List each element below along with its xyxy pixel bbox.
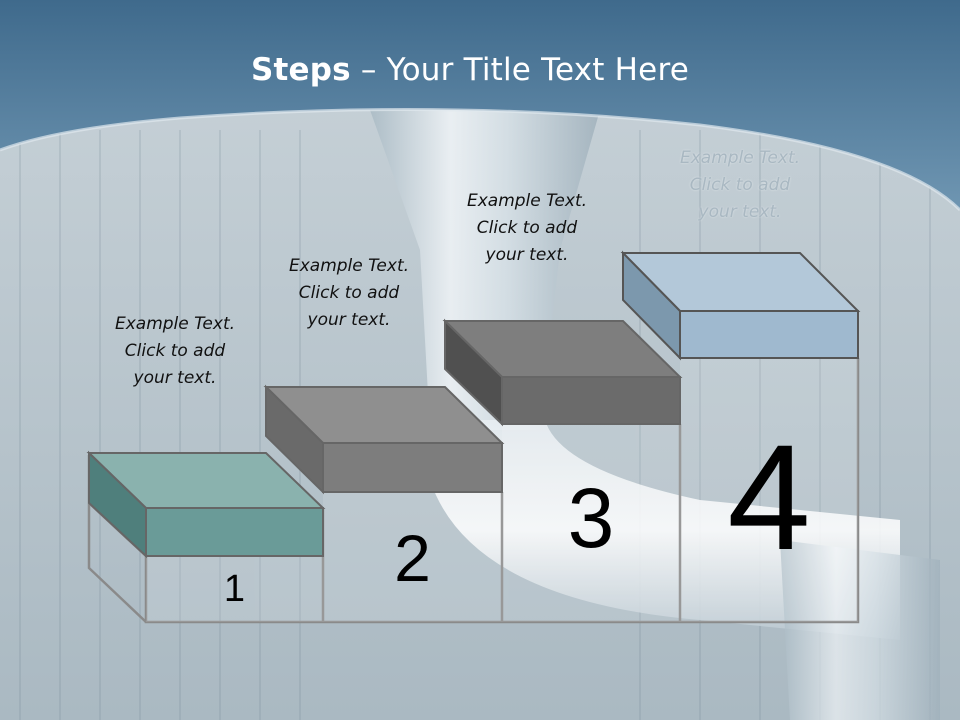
- caption-line: your text.: [307, 310, 391, 330]
- caption-line: Click to add: [689, 175, 791, 195]
- title-rest: – Your Title Text Here: [350, 52, 689, 88]
- caption-line: Example Text.: [679, 148, 801, 168]
- step-caption-1[interactable]: Example Text. Click to add your text.: [80, 311, 270, 392]
- caption-line: your text.: [698, 202, 782, 222]
- caption-line: your text.: [485, 245, 569, 265]
- step-number-1: 1: [223, 568, 246, 610]
- step-caption-2[interactable]: Example Text. Click to add your text.: [254, 253, 444, 334]
- caption-line: Click to add: [124, 341, 226, 361]
- caption-line: Click to add: [476, 218, 578, 238]
- caption-line: Click to add: [298, 283, 400, 303]
- title-bold: Steps: [250, 52, 351, 88]
- caption-line: your text.: [133, 368, 217, 388]
- step-caption-3[interactable]: Example Text. Click to add your text.: [432, 188, 622, 269]
- step-block-3[interactable]: [442, 318, 683, 427]
- step-caption-4[interactable]: Example Text. Click to add your text.: [645, 145, 835, 226]
- step-block-4[interactable]: [620, 250, 861, 361]
- caption-line: Example Text.: [114, 314, 236, 334]
- step-number-4: 4: [727, 413, 811, 581]
- step-block-2[interactable]: [263, 384, 505, 495]
- slide-title[interactable]: Steps – Your Title Text Here: [0, 52, 940, 88]
- caption-line: Example Text.: [466, 191, 588, 211]
- step-number-3: 3: [567, 471, 615, 565]
- caption-line: Example Text.: [288, 256, 410, 276]
- step-number-2: 2: [394, 521, 431, 595]
- step-block-1[interactable]: [86, 450, 326, 559]
